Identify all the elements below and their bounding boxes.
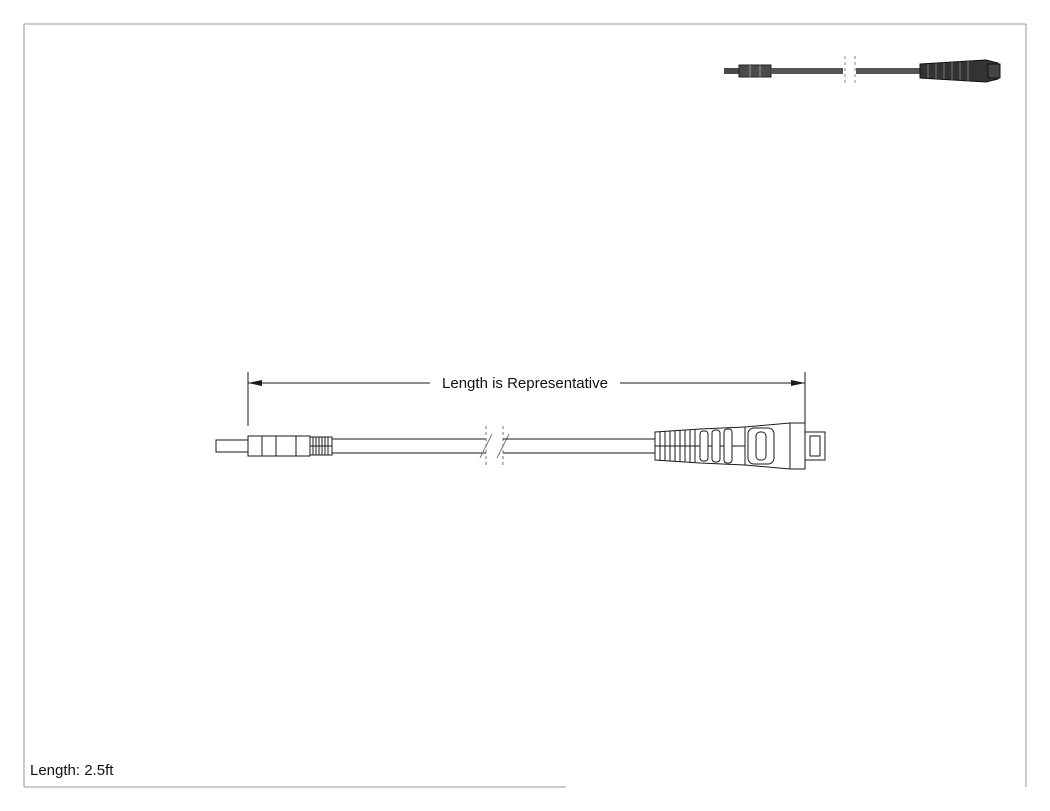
dimension-label: Length is Representative bbox=[430, 374, 620, 394]
length-dimension bbox=[247, 372, 806, 426]
sheet-frame bbox=[23, 23, 1027, 788]
usb-cable-drawing bbox=[215, 422, 826, 470]
length-note: Length: 2.5ft bbox=[30, 762, 114, 779]
cable-thumbnail-icon bbox=[724, 56, 1001, 86]
